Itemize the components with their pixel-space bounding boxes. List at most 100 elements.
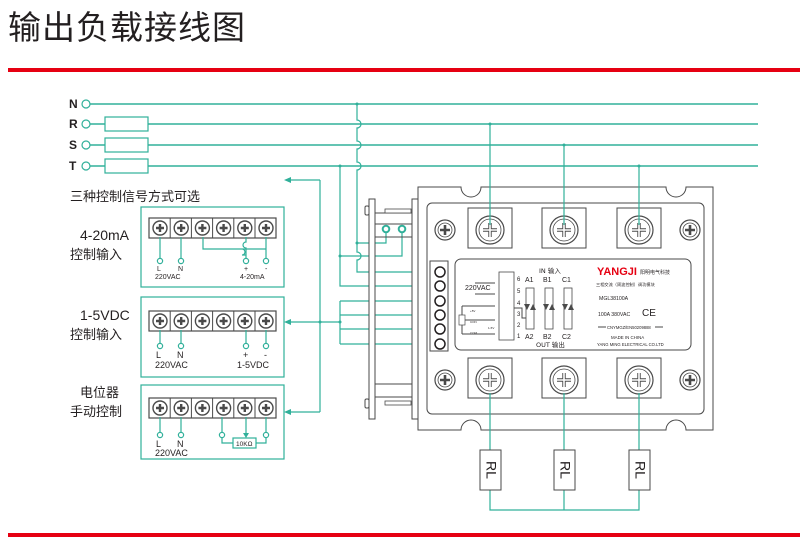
screw-terminal-icon xyxy=(173,220,189,236)
mounting-screw-icon xyxy=(434,219,456,241)
fuse-r xyxy=(104,116,149,132)
junction-dot xyxy=(338,164,342,168)
potentiometer xyxy=(232,437,257,449)
control-terminal-icon xyxy=(434,323,446,335)
label-l: L xyxy=(156,439,161,449)
plate-resistor-icon xyxy=(458,314,466,326)
supply-terminal-circle xyxy=(397,224,407,234)
screw-terminal-icon xyxy=(173,400,189,416)
connection-point xyxy=(177,257,185,265)
output-c2: C2 xyxy=(562,334,571,341)
wiper-arrow-icon xyxy=(243,433,249,438)
pin-tag: COM xyxy=(470,331,478,335)
option-subtitle: 控制输入 xyxy=(70,247,122,263)
connection-point xyxy=(262,257,270,265)
signal-label: 1-5VDC xyxy=(237,360,270,370)
terminal-strip xyxy=(148,217,277,239)
power-lines: N R S T xyxy=(69,97,758,174)
screw-terminal-icon xyxy=(152,313,168,329)
power-terminal-screw-icon xyxy=(541,357,587,399)
bottom-divider xyxy=(8,533,800,537)
option-title: 电位器 xyxy=(80,386,119,401)
option-wires xyxy=(159,417,267,444)
connection-point xyxy=(177,431,185,439)
terminal-strip xyxy=(148,397,277,419)
line-label-s: S xyxy=(69,138,77,152)
terminal-number: 5 xyxy=(517,289,521,295)
control-options-heading: 三种控制信号方式可选 xyxy=(70,189,200,205)
n-to-terminal-6 xyxy=(356,243,436,273)
fuse-t xyxy=(104,158,149,174)
page-title: 输出负载接线图 xyxy=(8,8,246,47)
power-module: 220VAC 6 5 4 3 2 1 +5V CON COM 1-5V IN 输… xyxy=(364,186,714,431)
control-terminal-icon xyxy=(434,280,446,292)
load-label: RL xyxy=(483,461,499,479)
power-line-r: R xyxy=(69,116,758,132)
n-tap-wire xyxy=(356,104,387,244)
pin-tag: 1-5V xyxy=(488,326,494,330)
label-n: N xyxy=(177,439,184,449)
load-label: RL xyxy=(632,461,648,479)
load-resistor: RL xyxy=(553,449,576,491)
spring-icon xyxy=(384,208,412,214)
terminal-number: 1 xyxy=(517,334,521,340)
screw-terminal-icon xyxy=(258,220,274,236)
control-terminal-icon xyxy=(434,295,446,307)
label-n: N xyxy=(177,350,184,360)
connection-point xyxy=(262,431,270,439)
thyristor-icon xyxy=(543,287,555,330)
terminal-number: 3 xyxy=(517,312,521,318)
rating: 100A 380VAC xyxy=(598,312,630,318)
phase-wires xyxy=(488,122,641,511)
power-line-t: T xyxy=(69,158,758,174)
terminal-number: 4 xyxy=(517,301,521,307)
out-label: OUT 输出 xyxy=(536,340,565,349)
connection-point xyxy=(156,257,164,265)
screw-terminal-icon xyxy=(152,400,168,416)
option-title: 1-5VDC xyxy=(80,307,130,323)
screw-terminal-icon xyxy=(237,220,253,236)
screw-terminal-icon xyxy=(152,220,168,236)
cert-number: CNYMGZ/EN50209888 xyxy=(607,325,651,330)
power-terminal-screw-icon xyxy=(616,207,662,249)
terminal-circle-s xyxy=(81,140,91,150)
screw-terminal-icon xyxy=(194,313,211,329)
terminal-circle-n xyxy=(81,99,91,109)
bracket-left xyxy=(368,198,376,420)
module-subtitle: 三相交流（周波控制）调功模块 xyxy=(596,281,655,288)
connection-point xyxy=(156,431,164,439)
screw-terminal-icon xyxy=(215,400,232,416)
mounting-screw-icon xyxy=(434,369,456,391)
screw-terminal-icon xyxy=(173,313,189,329)
connection-point xyxy=(218,431,226,439)
brand-cn: 阳明电气科技 xyxy=(640,269,670,276)
load-resistor: RL xyxy=(628,449,651,491)
option-frame xyxy=(140,384,285,460)
connection-point xyxy=(242,257,250,265)
label-minus: - xyxy=(265,266,268,273)
option-wires xyxy=(159,237,267,258)
model-number: MGL38100A xyxy=(599,296,629,302)
line-label-r: R xyxy=(69,117,78,131)
bracket-right xyxy=(411,198,419,420)
top-divider xyxy=(8,68,800,72)
terminal-circle-r xyxy=(81,119,91,129)
label-n: N xyxy=(178,266,183,273)
terminal-number: 6 xyxy=(517,277,521,283)
option-subtitle: 控制输入 xyxy=(70,327,122,343)
junction-dot xyxy=(318,320,322,324)
mounting-screw-icon xyxy=(679,219,701,241)
company-name: YANG MING ELECTRICAL CO.LTD xyxy=(597,342,664,347)
label-plus: + xyxy=(243,350,248,360)
power-line-n: N xyxy=(69,97,758,111)
ce-mark: CE xyxy=(642,308,656,319)
mounting-screw-icon xyxy=(679,369,701,391)
option-subtitle: 手动控制 xyxy=(70,405,122,420)
terminal-number: 2 xyxy=(517,323,521,329)
connection-point xyxy=(177,342,185,350)
load-wires xyxy=(489,393,640,511)
power-terminal-screw-icon xyxy=(616,357,662,399)
line-label-n: N xyxy=(69,97,78,111)
control-box-potentiometer: 电位器 手动控制 10KΩ L N 220VAC xyxy=(70,384,291,460)
